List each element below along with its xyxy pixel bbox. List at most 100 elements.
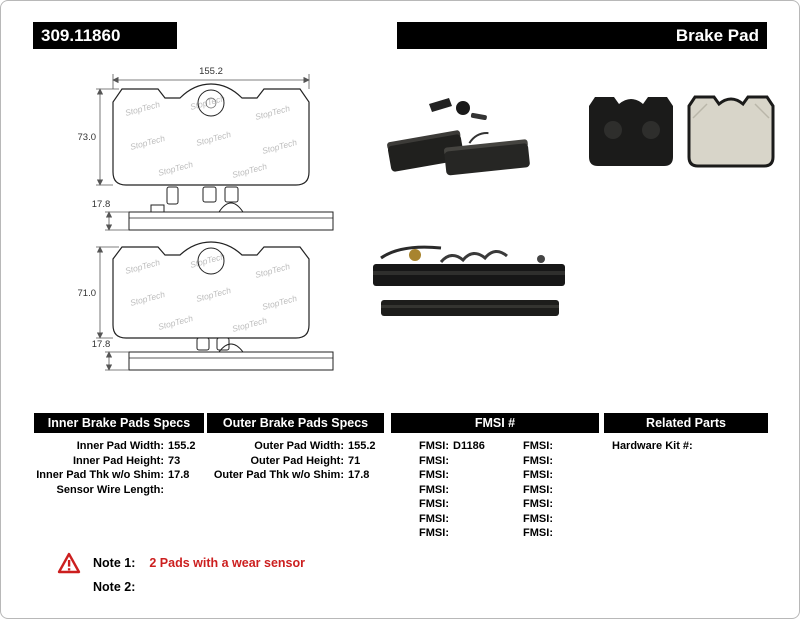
spec-row: FMSI: [495,439,599,454]
spec-row: Sensor Wire Length: [34,483,204,498]
spec-value [553,526,599,541]
spec-label: FMSI: [419,454,449,467]
spec-row: Outer Pad Thk w/o Shim: 17.8 [207,468,384,483]
spec-label: FMSI: [523,512,553,525]
spec-row: FMSI: [391,483,495,498]
spec-label: FMSI: [419,469,449,481]
spec-label: Sensor Wire Length: [56,483,164,496]
spec-row: Hardware Kit #: [604,439,768,454]
spec-label: FMSI: [419,527,449,539]
spec-row: FMSI: [391,468,495,483]
related-parts-column: Related Parts Hardware Kit #: [604,413,768,541]
spec-row: Outer Pad Height: 71 [207,454,384,469]
note-2-row: Note 2: [93,576,305,598]
photo-pads-with-hardware [387,98,530,176]
spec-value [553,439,599,454]
spec-row: FMSI: [495,454,599,469]
spec-value: 17.8 [348,469,370,481]
spec-value: 73 [168,454,181,467]
dim-inner-thickness: 17.8 [92,199,111,210]
piston-contact-circle [197,247,225,275]
spec-value: D1186 [453,440,485,452]
spec-row: Inner Pad Thk w/o Shim: 17.8 [34,468,204,483]
inner-specs-column: Inner Brake Pads Specs Inner Pad Width: … [34,413,204,541]
spec-label: FMSI: [523,527,553,539]
photo-pad-front-back [589,95,775,168]
spec-row: Inner Pad Width: 155.2 [34,439,204,454]
header: 309.11860 Brake Pad [33,22,767,49]
spec-value [449,497,495,512]
fmsi-left-list: FMSI: D1186 FMSI: FMSI: FMSI: [391,439,495,541]
spec-label: FMSI: [419,440,449,452]
warning-icon [57,552,81,574]
spec-value [449,483,495,498]
bottom-tab [196,337,210,351]
spec-value [693,439,768,454]
spec-value [553,497,599,512]
note-1-text: 2 Pads with a wear sensor [149,556,305,570]
side-view-inner-pad [128,202,334,231]
note-2-label: Note 2: [93,580,136,594]
spec-label: FMSI: [523,483,553,496]
front-view-inner-pad: StopTech StopTech StopTech StopTech Stop… [112,83,310,186]
spec-label: FMSI: [523,469,553,481]
fmsi-right-list: FMSI: FMSI: FMSI: FMSI: [495,439,599,541]
technical-drawings: StopTech StopTech StopTech StopTech Stop… [78,66,775,371]
note-1-row: Note 1: 2 Pads with a wear sensor [57,552,305,574]
spec-label: Outer Pad Height: [250,454,344,467]
spec-row: FMSI: [391,512,495,527]
fmsi-column: FMSI # FMSI: D1186 FMSI: FMSI: [391,413,599,541]
spec-row: FMSI: D1186 [391,439,495,454]
spec-label: FMSI: [419,512,449,525]
spec-row: FMSI: [495,526,599,541]
piston-contact-inner-circle [205,97,217,109]
spec-label: Inner Pad Width: [76,440,164,452]
spec-value [449,526,495,541]
spec-label: FMSI: [523,498,553,510]
note-1-label: Note 1: [93,556,136,570]
page-title: Brake Pad [397,22,767,49]
spec-value [164,483,204,498]
part-number: 309.11860 [33,22,177,49]
spec-value [553,468,599,483]
spec-value [449,512,495,527]
piston-contact-circle [197,89,225,117]
spec-value: 155.2 [348,440,376,452]
spec-row: Inner Pad Height: 73 [34,454,204,469]
dim-outer-height: 71.0 [78,288,97,299]
spec-label: Hardware Kit #: [612,440,693,452]
spec-label: Outer Pad Thk w/o Shim: [213,469,344,481]
spec-label: FMSI: [419,498,449,510]
spec-row: FMSI: [391,497,495,512]
outer-specs-column: Outer Brake Pads Specs Outer Pad Width: … [207,413,384,541]
spec-label: Outer Pad Width: [254,440,344,452]
spec-value: 71 [348,454,361,467]
notes-section: Note 1: 2 Pads with a wear sensor Note 2… [57,552,305,598]
dim-inner-height: 73.0 [78,132,97,143]
spec-value: 155.2 [168,440,196,452]
related-parts-header: Related Parts [604,413,768,433]
dim-inner-width: 155.2 [199,66,223,77]
spec-value [449,468,495,483]
photo-pad-set-side-view [373,245,565,316]
fmsi-header: FMSI # [391,413,599,433]
spec-row: FMSI: [495,497,599,512]
dimension-lines: 155.2 73.0 17.8 71.0 17.8 [78,66,310,371]
spec-label: FMSI: [523,440,553,452]
spec-value [553,483,599,498]
spec-row: FMSI: [495,483,599,498]
spec-label: FMSI: [523,454,553,467]
spec-row: FMSI: [391,526,495,541]
outer-specs-header: Outer Brake Pads Specs [207,413,384,433]
spec-label: FMSI: [419,483,449,496]
spec-label: Inner Pad Thk w/o Shim: [36,469,164,481]
specs-tables: Inner Brake Pads Specs Inner Pad Width: … [34,413,768,541]
spec-value: 17.8 [168,469,190,481]
inner-specs-header: Inner Brake Pads Specs [34,413,204,433]
spec-row: FMSI: [391,454,495,469]
dim-outer-thickness: 17.8 [92,339,111,350]
spec-value [553,454,599,469]
spec-value [449,454,495,469]
spec-label: Inner Pad Height: [72,454,164,467]
